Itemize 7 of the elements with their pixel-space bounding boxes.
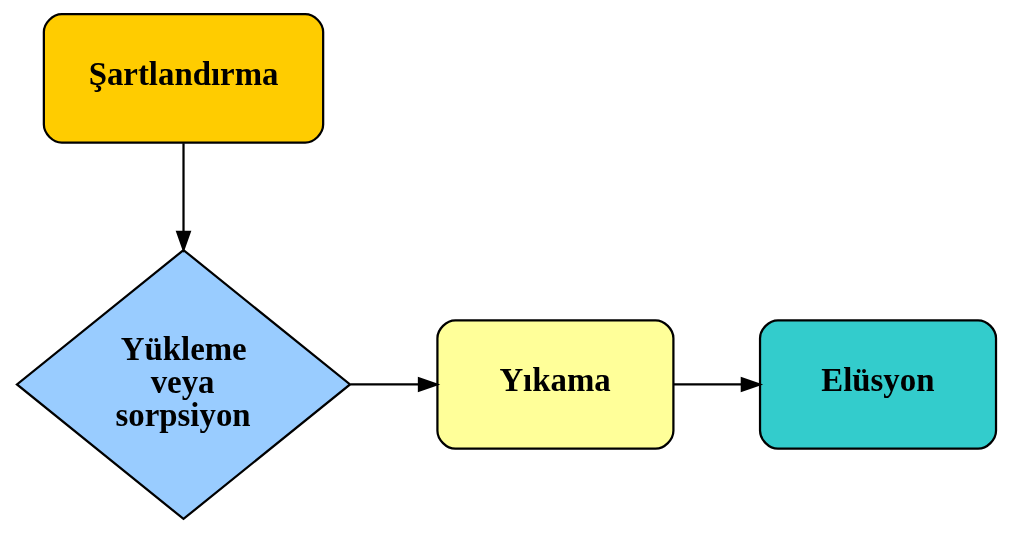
arrow (175, 143, 192, 254)
arrow (350, 376, 441, 393)
node-box: Şartlandırma (42, 12, 325, 144)
node-diamond: Yükleme veya sorpsiyon (15, 248, 352, 521)
node-box: Yıkama (436, 319, 675, 450)
node-box: Elüsyon (758, 319, 998, 450)
arrow (673, 376, 764, 393)
